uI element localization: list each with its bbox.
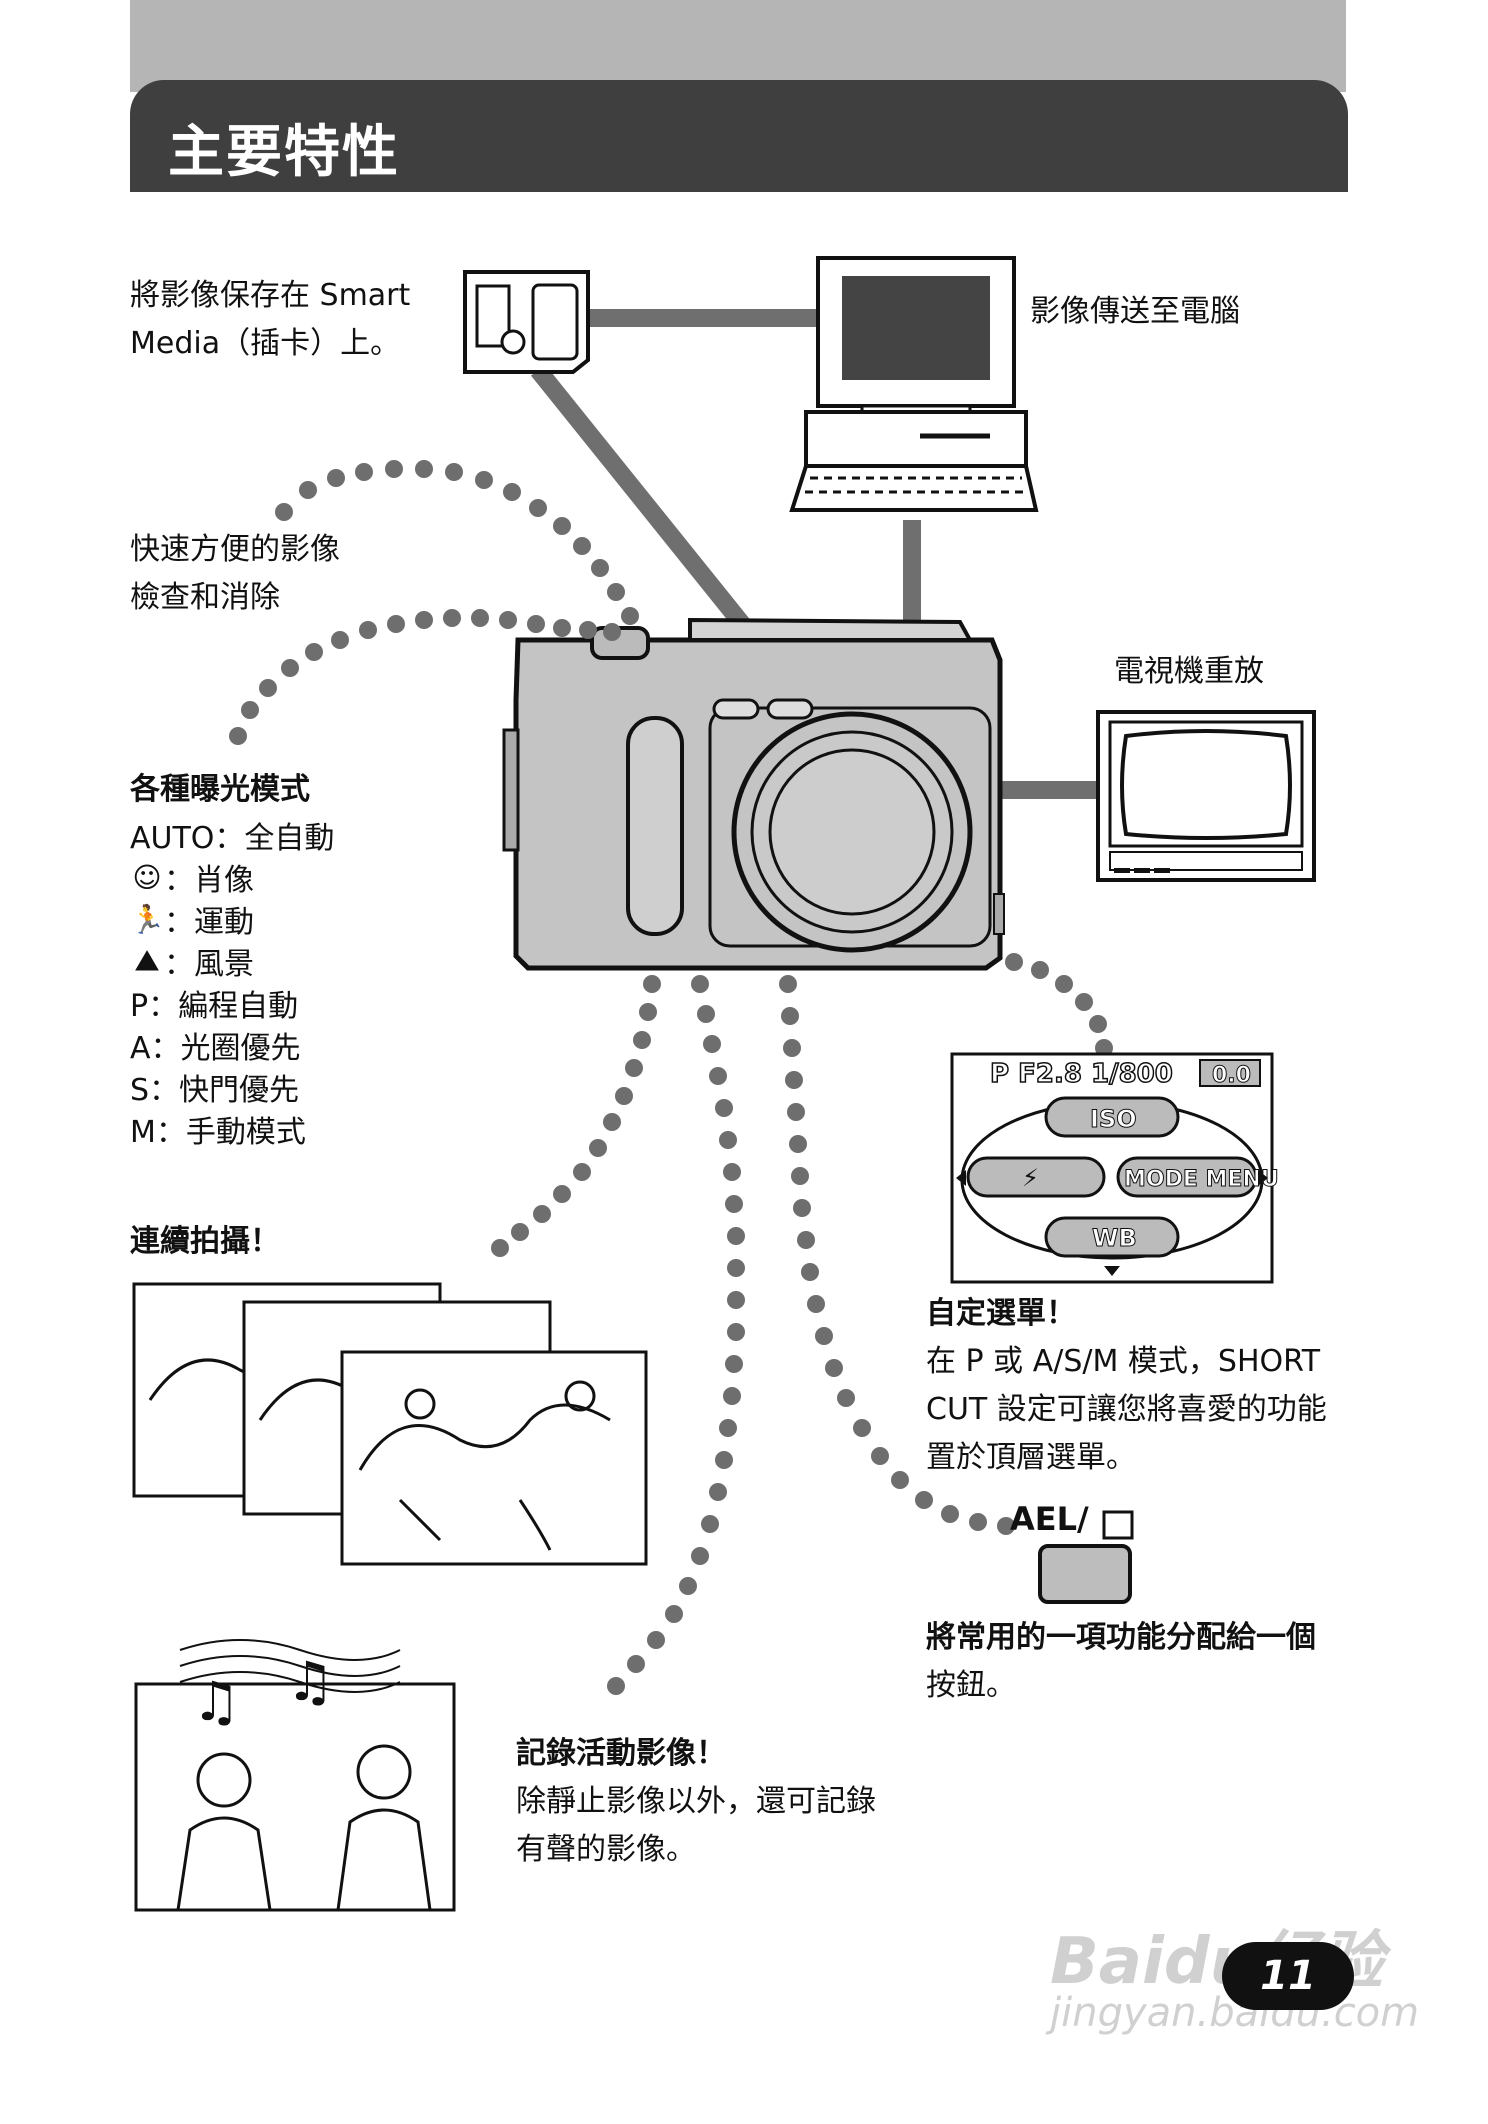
mode-portrait: ☺ ：肖像 [130, 856, 334, 899]
mode-landscape: ⛰ ：風景 [130, 940, 334, 982]
ael-button[interactable] [1038, 1544, 1132, 1604]
quick-review-caption: 快速方便的影像 檢查和消除 [130, 526, 340, 622]
smartmedia-card-icon [463, 270, 590, 374]
iso-label: ISO [1090, 1105, 1137, 1133]
mode-sports: 🏃 ：運動 [130, 898, 334, 941]
movie-recording-illustration: ♫ ♫ [134, 1639, 456, 1912]
movie-block: 記錄活動影像！ 除靜止影像以外，還可記錄 有聲的影像。 [516, 1730, 876, 1874]
ael-label: AEL/ [1010, 1500, 1089, 1538]
mode-auto: AUTO：全自動 [130, 821, 335, 856]
ael-button-illustration [1038, 1510, 1134, 1604]
custom-menu-block: 自定選單！ 在 P 或 A/S/M 模式，SHORT CUT 設定可讓您將喜愛的… [926, 1290, 1327, 1482]
assign-line2: 按鈕。 [926, 1668, 1016, 1703]
mode-p: P：編程自動 [130, 989, 299, 1024]
mode-menu-button[interactable] [1116, 1156, 1258, 1198]
assign-button-block: 將常用的一項功能分配給一個 按鈕。 [926, 1614, 1316, 1710]
exposure-modes-block: 各種曝光模式 AUTO：全自動 ☺ ：肖像 🏃 ：運動 ⛰ ：風景 P：編程自動… [130, 766, 334, 1150]
to-pc-caption: 影像傳送至電腦 [1030, 294, 1240, 329]
custom-menu-line2: CUT 設定可讓您將喜愛的功能 [926, 1392, 1327, 1427]
assign-line1: 將常用的一項功能分配給一個 [926, 1620, 1316, 1655]
iso-button[interactable] [1044, 1096, 1180, 1138]
tv-icon [1096, 710, 1316, 882]
mode-sports-label: ：運動 [164, 905, 254, 940]
mode-landscape-label: ：風景 [164, 947, 254, 982]
camera-icon [502, 617, 1005, 971]
quick-review-line2: 檢查和消除 [130, 580, 280, 615]
smartmedia-line2: Media（插卡）上。 [130, 326, 401, 361]
right-arrow-icon [1258, 1170, 1268, 1186]
tv-playback-caption: 電視機重放 [1114, 654, 1264, 689]
mode-menu-label: MODE MENU [1124, 1167, 1279, 1192]
header-top-band [130, 0, 1346, 92]
smartmedia-camera-link [530, 364, 763, 646]
mode-s: S：快門優先 [130, 1073, 300, 1108]
computer-icon [789, 256, 1039, 512]
wb-button[interactable] [1044, 1216, 1180, 1258]
page-title: 主要特性 [168, 120, 400, 185]
portrait-icon: ☺ [132, 860, 162, 894]
quick-review-line1: 快速方便的影像 [130, 532, 340, 567]
custom-menu-line3: 置於頂層選單。 [926, 1440, 1136, 1475]
screen-status-text: P F2.8 1/800 [990, 1059, 1173, 1089]
exposure-title: 各種曝光模式 [130, 772, 310, 807]
movie-line2: 有聲的影像。 [516, 1832, 696, 1867]
smartmedia-line1: 將影像保存在 Smart [130, 278, 411, 313]
flash-button[interactable] [966, 1156, 1106, 1198]
continuous-shooting-illustration [132, 1282, 648, 1566]
movie-title: 記錄活動影像！ [516, 1736, 726, 1771]
flash-icon: ⚡ [1022, 1164, 1039, 1192]
mode-portrait-label: ：肖像 [164, 863, 254, 898]
mode-a: A：光圈優先 [130, 1031, 301, 1066]
movie-line1: 除靜止影像以外，還可記錄 [516, 1784, 876, 1819]
shortcut-icon [1102, 1510, 1134, 1540]
custom-menu-line1: 在 P 或 A/S/M 模式，SHORT [926, 1344, 1321, 1379]
menu-screen: P F2.8 1/800 0.0 ISO ⚡ MODE MENU WB [950, 1052, 1279, 1284]
screen-exposure-comp: 0.0 [1212, 1063, 1251, 1088]
dotted-connectors [229, 460, 1113, 1695]
wb-label: WB [1092, 1224, 1137, 1252]
continuous-caption: 連續拍攝！ [130, 1224, 280, 1259]
smartmedia-caption: 將影像保存在 Smart Media（插卡）上。 [130, 272, 410, 368]
svg-text:♫: ♫ [286, 1650, 334, 1713]
left-arrow-icon [956, 1170, 966, 1186]
sports-icon: 🏃 [130, 902, 165, 936]
page-number: 11 [1222, 1942, 1354, 2010]
down-arrow-icon [1104, 1266, 1120, 1276]
title-bar [130, 80, 1348, 192]
mode-m: M：手動模式 [130, 1115, 306, 1150]
custom-menu-title: 自定選單！ [926, 1296, 1076, 1331]
landscape-icon: ⛰ [135, 944, 159, 977]
svg-text:♫: ♫ [192, 1670, 240, 1733]
